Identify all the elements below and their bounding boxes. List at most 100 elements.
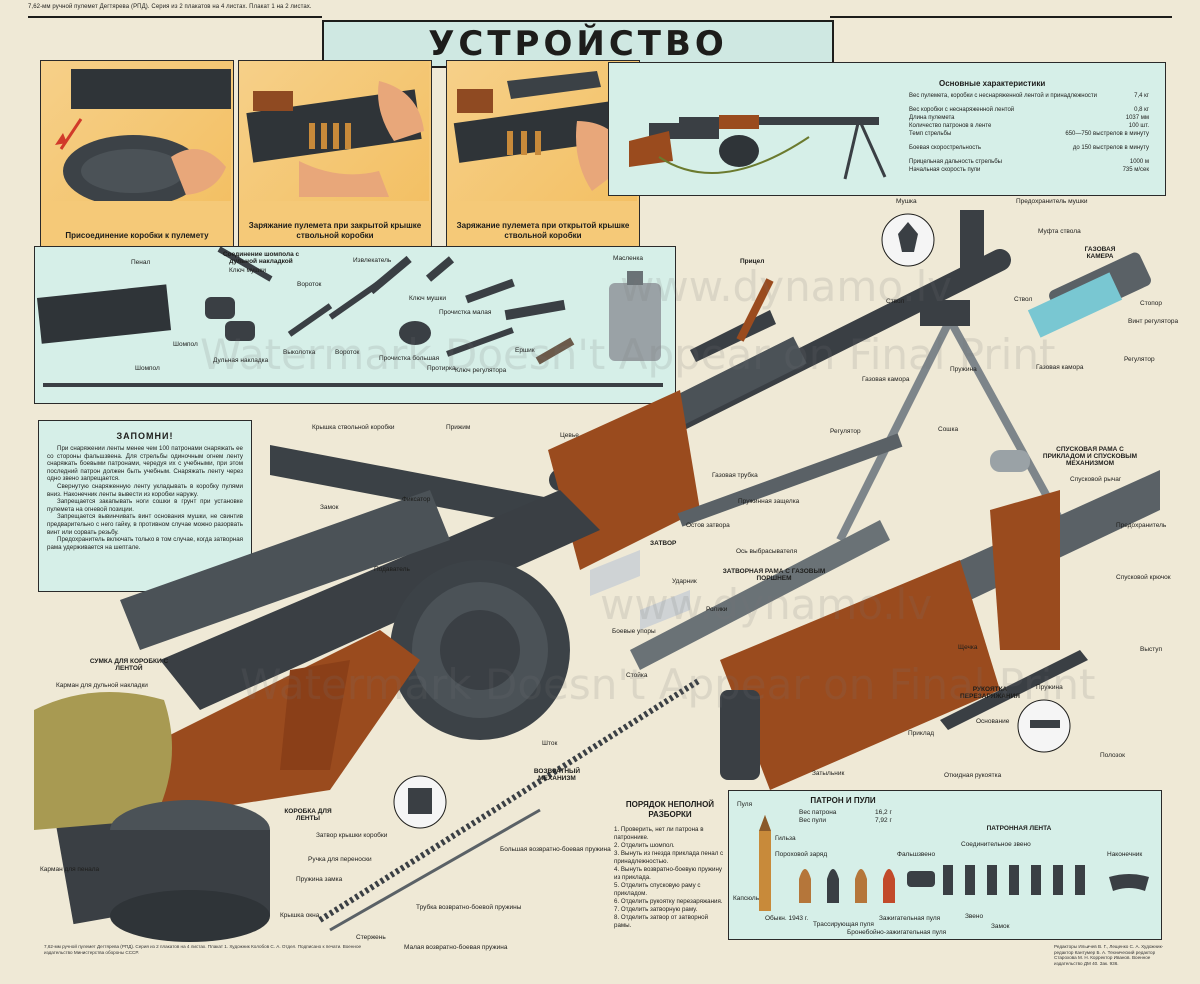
disassembly-step: 8. Отделить затвор от затворной рамы. [614,914,709,929]
spec-label: Начальная скорость пули [909,167,981,173]
spec-value: 650—750 выстрелов в минуту [1065,131,1149,137]
accessories-panel: Пенал Соединение шомпола с дульной накла… [34,246,676,404]
spec-label: Вес пулемета, коробки с неснаряженной ле… [909,93,1098,99]
label-shompol-connection: Соединение шомпола с дульной накладкой [222,251,300,265]
ammo-panel: ПАТРОН И ПУЛИ Вес патрона 16,2 г Вес пул… [728,790,1162,940]
label-gas-tube: Газовая трубка [712,472,758,479]
label-slide: Полозок [1100,752,1125,759]
label-mushka-key: Ключ мушки [229,267,266,274]
footer-left: 7,62-мм ручной пулемет Дегтярева (РПД). … [44,944,362,955]
disassembly-step: 1. Проверить, нет ли патрона в патронник… [614,826,704,841]
label-shompol: Шомпол [173,341,198,348]
label-spring: Пружина [950,366,977,373]
label-buttplate: Затыльник [812,770,845,777]
spec-label: Темп стрельбы [909,131,952,137]
spec-label: Количество патронов в ленте [909,123,992,129]
ammo-weight1: 16,2 г [875,809,892,816]
spec-row: Прицельная дальность стрельбы 1000 м [909,159,1149,166]
label-vorotok-2: Вороток [335,349,360,356]
label-spring-2: Пружина [1036,684,1063,691]
label-rod: Шток [542,740,558,747]
label-tip: Наконечник [1107,851,1143,858]
remember-title: ЗАПОМНИ! [116,431,174,441]
spec-label: Прицельная дальность стрельбы [909,159,1002,165]
spec-value: 0,8 кг [1134,107,1149,113]
label-safety: Предохранитель [1116,522,1167,529]
photo-panel-attach: Присоединение коробки к пулемету [40,60,234,248]
label-ejector-axis: Ось выбрасывателя [736,548,797,555]
label-vorotok: Вороток [297,281,322,288]
label-regulator-key: Ключ регулятора [455,367,507,374]
label-penal: Пенал [131,259,151,266]
disassembly-step: 3. Вынуть из гнезда приклада пенал с при… [614,850,724,865]
label-oil-can: Масленка [613,255,643,262]
accessories-illustration [36,247,663,387]
attach-illustration [55,69,231,207]
label-muzzle-coupling: Муфта ствола [1038,228,1081,235]
label-locking-lugs: Боевые упоры [612,628,656,635]
label-wiper: Протирка [427,365,456,372]
photo-panel-open: Заряжание пулемета при открытой крышке с… [446,60,640,248]
photo-caption-2: Заряжание пулемета при закрытой крышке с… [248,221,422,240]
label-connecting-link: Соединительное звено [961,841,1031,848]
label-case: Гильза [775,835,796,842]
photo-closed-box [239,61,429,201]
label-ershik: Ершик [515,347,535,354]
label-stopper: Стопор [1140,300,1162,307]
label-false-link: Фальшзвено [897,851,936,858]
photo-attach-box [41,61,231,207]
spec-value: 1000 м [1129,159,1149,165]
label-clamp: Прижим [446,424,471,431]
remember-paragraph: Предохранитель включать только в том слу… [47,536,243,551]
remember-paragraph: Запрещается вывинчивать винт основания м… [47,513,243,536]
photo-caption-1: Присоединение коробки к пулемету [65,231,209,240]
spec-label: Вес коробки с неснаряженной лентой [909,107,1015,113]
label-latch-spring: Пружина замка [296,876,343,883]
label-case-pocket: Карман для пенала [40,866,100,873]
ammo-weight1-label: Вес патрона [799,809,837,816]
label-extractor: Извлекатель [353,257,392,264]
closed-illustration [246,81,424,197]
label-large-return-spring: Большая возвратно-боевая пружина [500,846,611,853]
spec-label: Боевая скорострельность [909,145,982,151]
remember-box: ЗАПОМНИ! При снаряжении ленты менее чем … [38,420,252,592]
label-mushka-key-2: Ключ мушки [409,295,446,302]
photo-panel-closed: Заряжание пулемета при закрытой крышке с… [238,60,432,248]
disassembly-step: 6. Отделить рукоятку перезаряжания. [614,898,723,905]
remember-paragraph: Запрещается закапывать ноги сошки в грун… [47,498,243,513]
spec-row: Темп стрельбы 650—750 выстрелов в минуту [909,131,1149,138]
label-trigger-lever: Спусковой рычаг [1070,476,1122,483]
label-mushka-guard: Предохранитель мушки [1016,198,1088,205]
label-stock: Приклад [908,730,935,737]
label-regulator: Регулятор [1124,356,1155,363]
title-rule-right [830,16,1172,18]
label-lock: Замок [320,504,339,511]
label-cheek: Щечка [958,644,978,651]
label-bolt-body: Остов затвора [686,522,730,529]
label-return-tube: Трубка возвратно-боевой пружины [416,904,522,911]
ammo-weight2: 7,92 г [875,817,892,824]
label-trigger-frame-title: СПУСКОВАЯ РАМА С ПРИКЛАДОМ И СПУСКОВЫМ М… [1042,446,1138,467]
label-rollers: Ролики [706,606,728,613]
label-trigger: Спусковой крючок [1116,574,1171,581]
label-gas-chamber-title: ГАЗОВАЯ КАМЕРА [1084,246,1116,260]
label-small-brush: Прочистка малая [439,309,492,316]
label-charging-handle-title: РУКОЯТКА ПЕРЕЗАРЯЖАНИЯ [960,686,1020,700]
disassembly-title: ПОРЯДОК НЕПОЛНОЙ РАЗБОРКИ [625,800,715,819]
label-shompol-long: Шомпол [135,365,160,372]
ammo-weight2-label: Вес пули [799,817,827,824]
spec-value: до 150 выстрелов в минуту [1072,145,1149,151]
header-subtitle: 7,62-мм ручной пулемет Дегтярева (РПД). … [28,4,312,10]
label-incendiary: Зажигательная пуля [879,915,941,922]
label-link: Звено [965,913,984,920]
label-bipod: Сошка [938,426,959,433]
label-gas-chamber-2: Газовая камора [862,376,910,383]
label-regulator-screw: Винт регулятора [1128,318,1179,325]
label-stand: Стойка [626,672,648,679]
disassembly-steps: ПОРЯДОК НЕПОЛНОЙ РАЗБОРКИ 1. Проверить, … [614,800,726,940]
label-mushka: Мушка [896,198,917,205]
label-barrel: Ствол [886,298,905,305]
spec-row: Боевая скорострельность до 150 выстрелов … [909,145,1149,152]
label-return-mechanism-title: ВОЗВРАТНЫЙ МЕХАНИЗМ [533,768,581,782]
